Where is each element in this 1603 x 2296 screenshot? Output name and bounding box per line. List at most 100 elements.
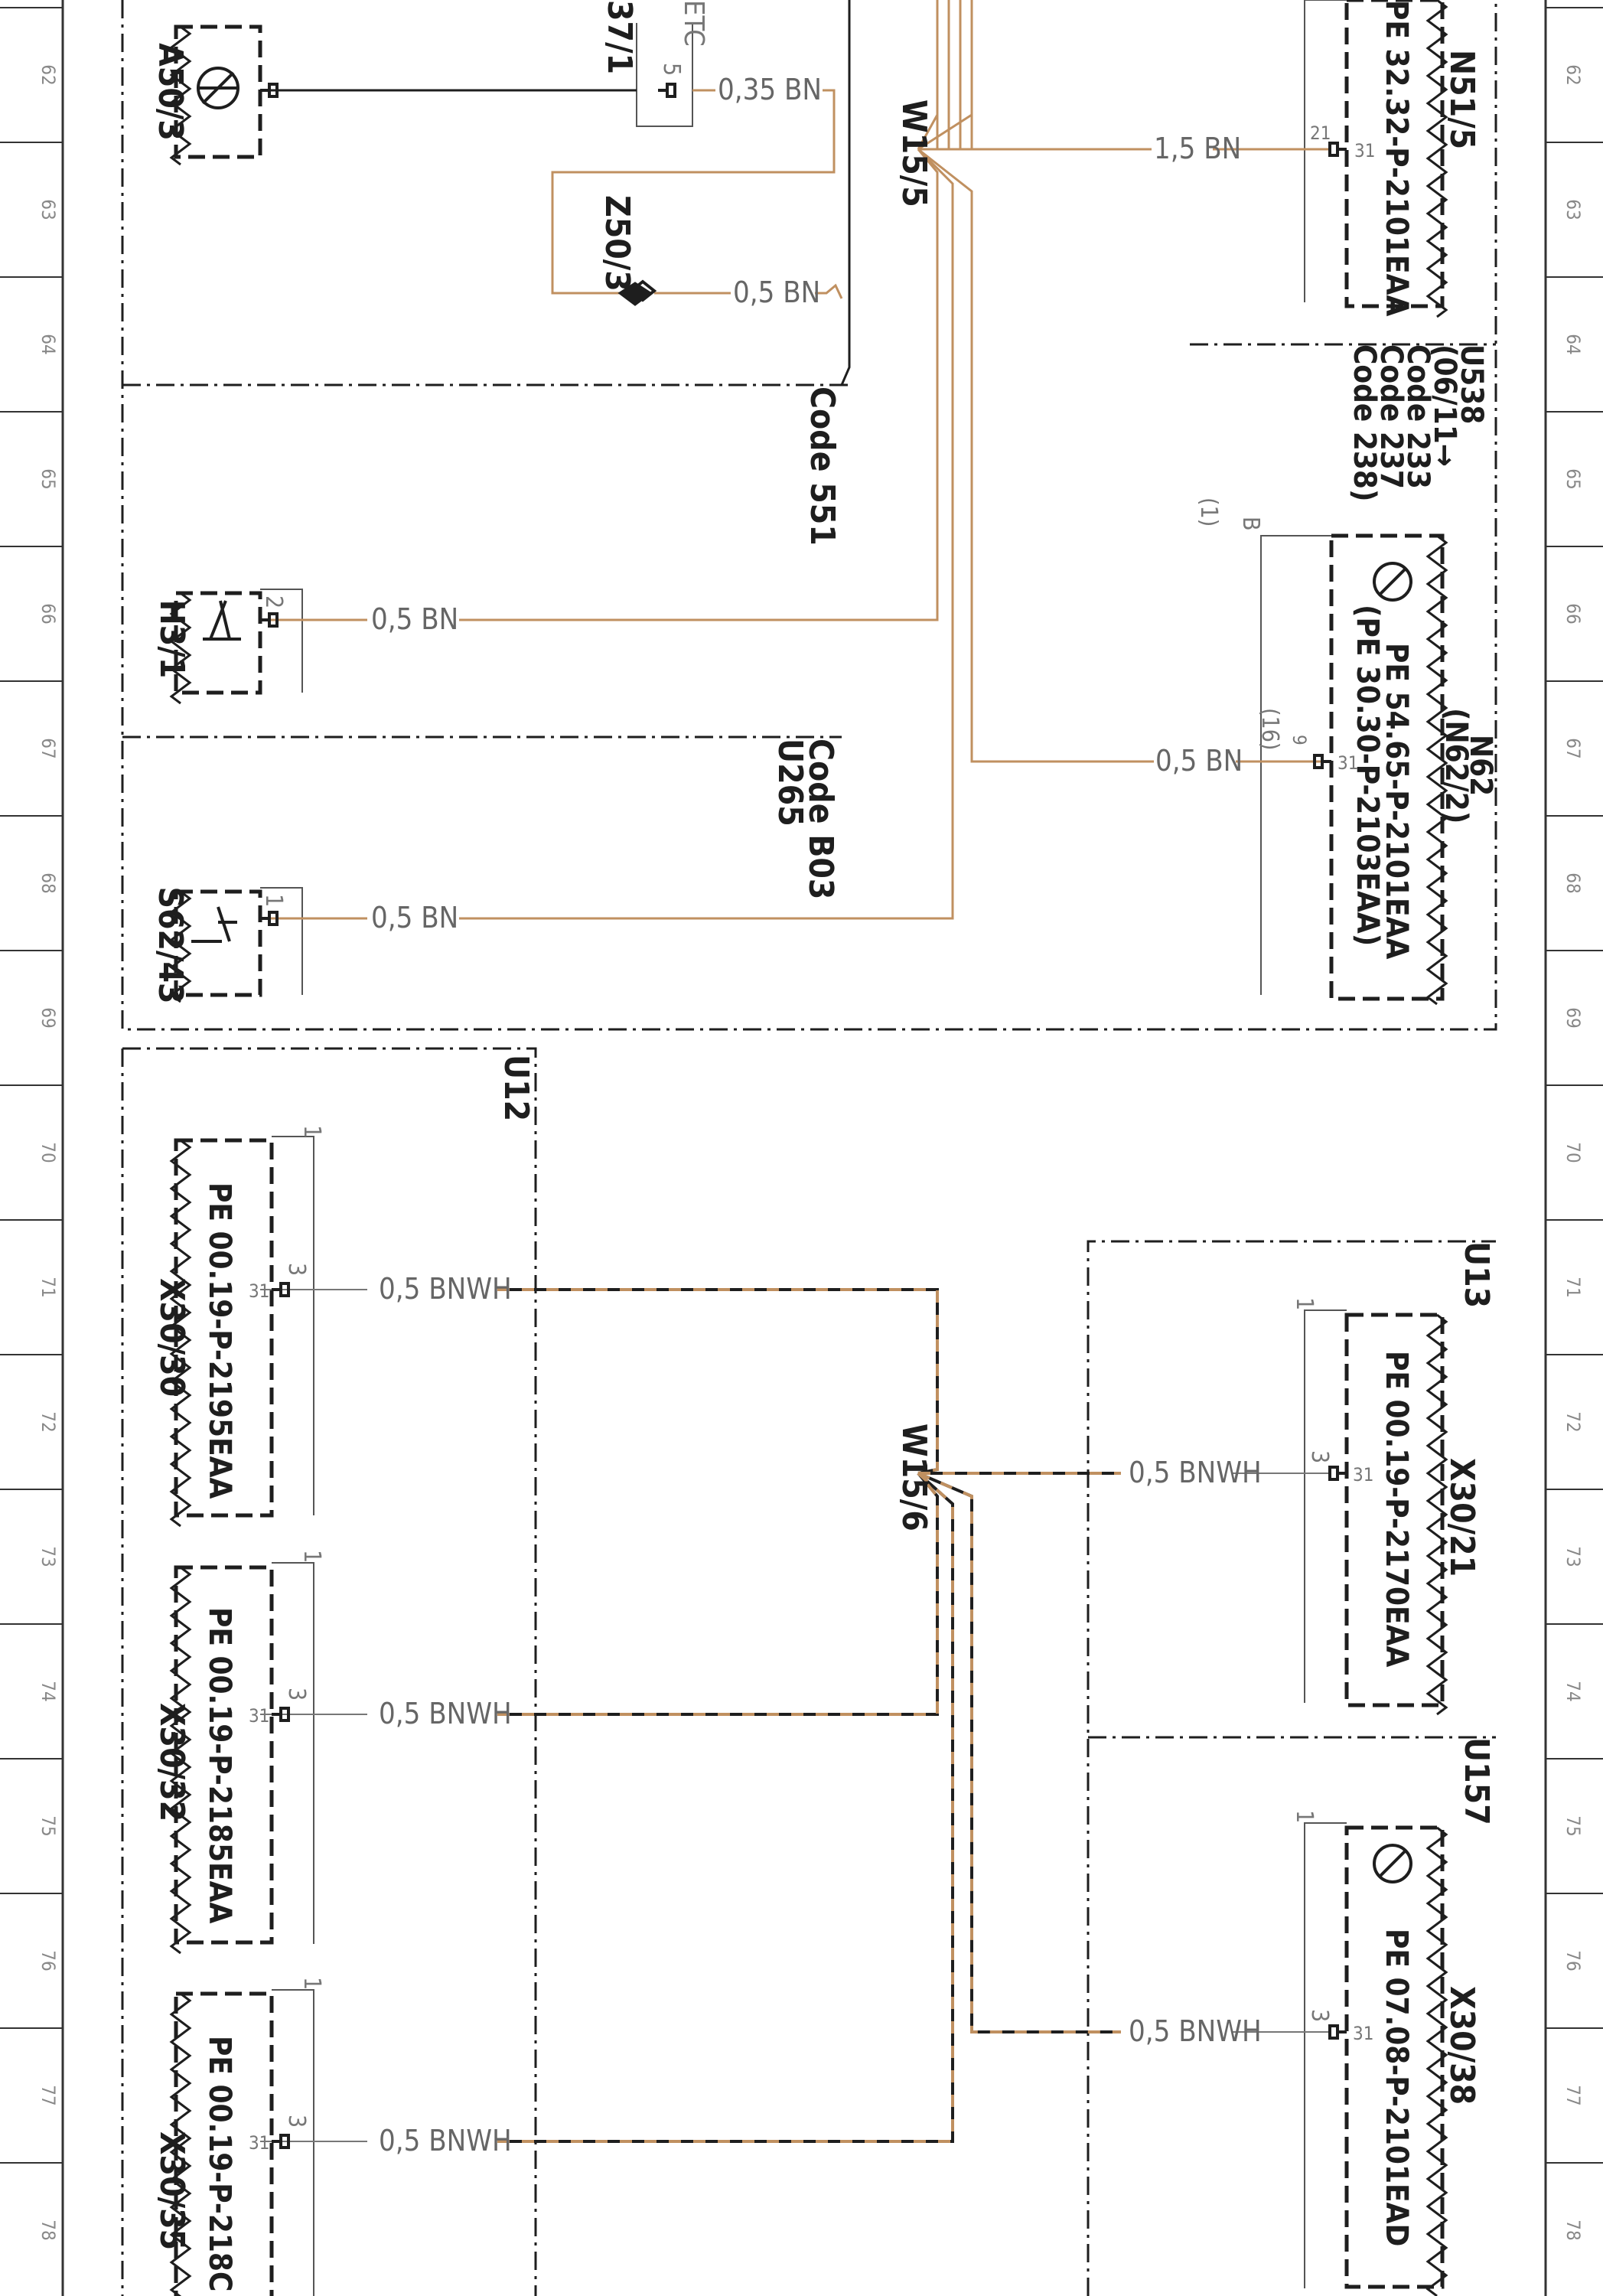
row-number: 70 xyxy=(37,1142,59,1163)
pin-n51-a: 21 xyxy=(1310,122,1331,144)
pin-n62-alt: (16) xyxy=(1256,708,1283,750)
switch-icon xyxy=(191,906,237,943)
label-s62-43: S62/43 xyxy=(151,886,190,1003)
wire-label-h3: 0,5 BN xyxy=(371,602,458,636)
wire-label-x3035: 0,5 BNWH xyxy=(379,2124,512,2157)
sensor-icon xyxy=(1373,562,1412,602)
labels: A50/3 H3/1 S62/43 37/1 ETC Z50/3 W15/5 W… xyxy=(151,0,1498,2291)
pin-n62-b-label: B xyxy=(1237,517,1264,531)
wire-label-035bn: 0,35 BN xyxy=(718,73,822,106)
pin-n51-b: 31 xyxy=(1354,140,1375,161)
pin-x3035-31: 31 xyxy=(249,2132,269,2154)
row-number: 71 xyxy=(37,1277,59,1297)
row-number: 68 xyxy=(1562,872,1584,893)
label-x30-21-ref: PE 00.19-P-2170EAA xyxy=(1379,1351,1414,1667)
group-borders xyxy=(121,0,1497,2296)
row-number: 73 xyxy=(37,1546,59,1567)
torn-edge xyxy=(169,1992,192,2296)
row-number: 76 xyxy=(37,1950,59,1971)
wire-label-x3030: 0,5 BNWH xyxy=(379,1272,512,1306)
label-u538-4: Code 238) xyxy=(1347,344,1382,501)
pin-x3032-31: 31 xyxy=(249,1705,269,1727)
row-number: 78 xyxy=(1562,2219,1584,2240)
row-number: 72 xyxy=(1562,1411,1584,1432)
pin-x3038: 3 xyxy=(1306,2009,1333,2022)
pin-x3030: 3 xyxy=(283,1263,310,1276)
connector-outlines xyxy=(260,0,1347,2296)
row-number: 65 xyxy=(1562,468,1584,489)
frame xyxy=(61,0,1547,2296)
torn-edge xyxy=(1425,1826,1448,2296)
label-x30-38: X30/38 xyxy=(1442,1986,1481,2105)
row-number: 74 xyxy=(1562,1681,1584,1701)
label-w15-6: W15/6 xyxy=(894,1424,933,1531)
pin-x3035-1: 1 xyxy=(298,1977,325,1990)
wire-label-z50: 0,5 BN xyxy=(733,276,820,309)
label-x30-30-ref: PE 00.19-P-2195EAA xyxy=(202,1182,237,1499)
label-x30-35: X30/35 xyxy=(152,2131,191,2250)
label-z50-3: Z50/3 xyxy=(598,195,637,292)
torn-edges xyxy=(169,0,1448,2296)
row-number: 64 xyxy=(1562,334,1584,354)
row-number: 69 xyxy=(1562,1007,1584,1028)
torn-edge xyxy=(169,890,192,1003)
row-number: 64 xyxy=(37,334,59,354)
label-u265: U265 xyxy=(771,739,810,827)
label-x30-32-ref: PE 00.19-P-2185EAA xyxy=(202,1607,237,1923)
pin-x3032: 3 xyxy=(283,1688,310,1701)
symbols xyxy=(191,67,1412,1883)
row-number: 71 xyxy=(1562,1277,1584,1297)
label-n62: N62 xyxy=(1463,735,1498,796)
pin-n62-a: 9 xyxy=(1289,735,1310,745)
row-number: 78 xyxy=(37,2219,59,2240)
label-x30-35-ref: PE 00.19-P-218C xyxy=(202,2036,237,2291)
label-n62-ref1: PE 54.65-P-2101EAA xyxy=(1379,643,1414,959)
row-number: 66 xyxy=(37,603,59,624)
pin-x3038-31: 31 xyxy=(1353,2023,1373,2044)
pin-x3021-1: 1 xyxy=(1291,1297,1318,1310)
row-number: 67 xyxy=(37,738,59,758)
label-x30-30: X30/30 xyxy=(152,1278,191,1397)
torn-edge xyxy=(169,592,192,705)
pin-x3030-31: 31 xyxy=(249,1280,269,1302)
row-number: 62 xyxy=(37,64,59,85)
pin-s62: 1 xyxy=(260,894,287,907)
pin-x3032-1: 1 xyxy=(298,1550,325,1563)
wire-label-x3032: 0,5 BNWH xyxy=(379,1697,512,1730)
wire-label-x3038: 0,5 BNWH xyxy=(1129,2014,1262,2048)
label-u12: U12 xyxy=(497,1055,536,1121)
pin-a37: 5 xyxy=(658,63,685,76)
wires-black xyxy=(260,89,653,306)
label-u538-0: U538 xyxy=(1454,344,1489,424)
label-x30-21: X30/21 xyxy=(1442,1458,1481,1577)
torn-edge xyxy=(169,25,192,166)
wires-bnwh xyxy=(260,1288,1331,2143)
pin-x3021-31: 31 xyxy=(1353,1464,1373,1486)
row-number: 76 xyxy=(1562,1950,1584,1971)
row-number: 69 xyxy=(37,1007,59,1028)
label-a37-1: 37/1 xyxy=(600,0,639,74)
row-number: 63 xyxy=(37,199,59,220)
label-codeb03: Code B03 xyxy=(801,739,840,899)
torn-edge xyxy=(1425,0,1448,318)
row-number: 66 xyxy=(1562,603,1584,624)
row-number: 77 xyxy=(37,2085,59,2105)
label-etc: ETC xyxy=(678,0,709,47)
row-number: 77 xyxy=(1562,2085,1584,2105)
ground-icon xyxy=(628,279,657,302)
row-number: 74 xyxy=(37,1681,59,1701)
torn-edge xyxy=(169,1139,192,1528)
component-boxes xyxy=(174,0,1445,2296)
ruler-ticks xyxy=(0,7,1603,2164)
label-n51-5-ref: PE 32.32-P-2101EAA xyxy=(1379,0,1414,316)
label-n51-5: N51/5 xyxy=(1442,50,1481,149)
label-u157: U157 xyxy=(1457,1737,1496,1825)
pin-n62-b: 31 xyxy=(1337,752,1358,774)
pin-x3030-1: 1 xyxy=(298,1125,325,1138)
label-u538-2: Code 233 xyxy=(1400,344,1435,489)
label-u13: U13 xyxy=(1457,1241,1496,1308)
label-x30-38-ref: PE 07.08-P-2101EAD xyxy=(1379,1929,1414,2246)
